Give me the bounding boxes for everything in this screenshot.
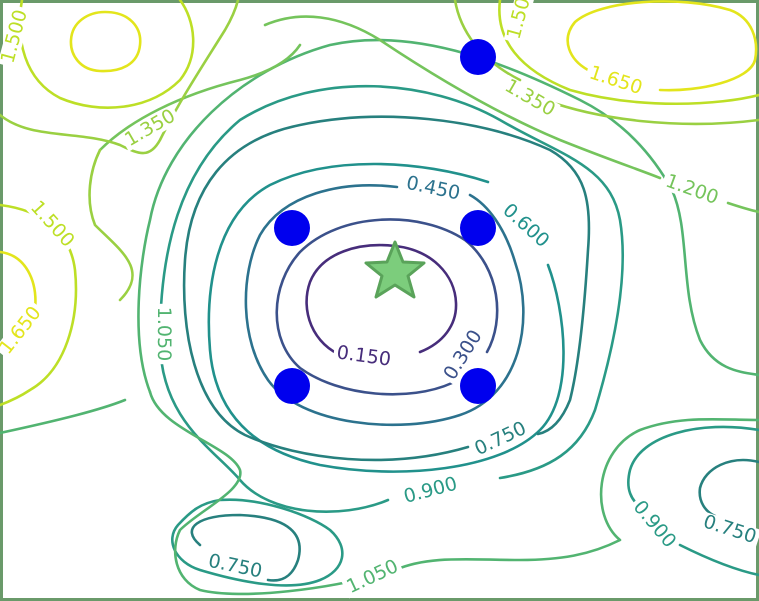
- contour-label-0900-center: 0.900: [401, 473, 459, 508]
- contour-label-0750-lower-left: 0.750: [206, 550, 264, 583]
- contour-label-0600: 0.600: [498, 199, 553, 252]
- label-background: [203, 551, 267, 583]
- contour-label-1650-left: 1.650: [0, 302, 46, 358]
- contour-line-0450: [244, 184, 525, 427]
- label-background: [627, 495, 681, 554]
- label-background: [660, 170, 724, 210]
- contour-line-1500-topleft: [18, 0, 195, 109]
- label-background: [439, 324, 488, 386]
- contour-line-0900-center: [158, 84, 624, 513]
- point-marker: [460, 210, 496, 246]
- contour-line-1650-topleft: [69, 10, 142, 73]
- point-marker: [460, 368, 496, 404]
- label-background: [584, 62, 648, 100]
- label-background: [341, 555, 405, 599]
- contour-label-1500-left: 1.500: [26, 196, 79, 251]
- contour-line-0300: [275, 218, 499, 396]
- contour-label-1500-topleft: 1.500: [0, 7, 32, 65]
- contour-label-1350-left: 1.350: [121, 105, 179, 151]
- contour-line-0600: [207, 162, 565, 473]
- label-background: [498, 74, 561, 122]
- label-background: [332, 342, 395, 371]
- label-background: [0, 4, 32, 69]
- label-background: [0, 300, 47, 361]
- contour-label-0900-right: 0.900: [629, 496, 681, 552]
- point-marker: [460, 39, 496, 75]
- label-background: [698, 511, 759, 549]
- label-background: [503, 0, 538, 45]
- contour-label-0150: 0.150: [335, 341, 392, 370]
- contour-label-1050-bottom: 1.050: [343, 555, 402, 598]
- contour-line-0900-right: [627, 425, 759, 577]
- contour-label-1200: 1.200: [663, 170, 722, 209]
- contour-line-1650-topright: [566, 0, 758, 92]
- contour-line-1200: [263, 15, 759, 214]
- label-background: [469, 417, 533, 461]
- contour-line-1050-main: [137, 38, 759, 394]
- point-marker: [274, 368, 310, 404]
- contour-label-1500-top: 1.500: [503, 0, 538, 42]
- contour-label-0450: 0.450: [404, 172, 462, 205]
- contour-line-0750-center: [182, 115, 591, 462]
- label-background: [119, 104, 182, 152]
- contour-label-0750-right: 0.750: [701, 510, 759, 548]
- contour-line-1350-mid: [88, 148, 134, 302]
- star-marker: [364, 240, 426, 299]
- contour-line-1050-left: [0, 398, 127, 435]
- contour-line-0150: [305, 243, 458, 359]
- point-marker: [274, 210, 310, 246]
- contour-label-1050-left: 1.050: [153, 307, 175, 361]
- contour-line-1200-left: [98, 43, 302, 152]
- label-background: [496, 198, 555, 254]
- label-background: [401, 173, 465, 205]
- contour-label-1650-topright: 1.650: [587, 61, 646, 99]
- contour-line-0750-right: [698, 458, 759, 518]
- label-background: [398, 473, 463, 508]
- contour-line-0750-lower-left: [190, 513, 301, 582]
- contour-line-1350-left: [0, 0, 240, 155]
- label-background: [154, 303, 173, 365]
- label-background: [24, 195, 80, 254]
